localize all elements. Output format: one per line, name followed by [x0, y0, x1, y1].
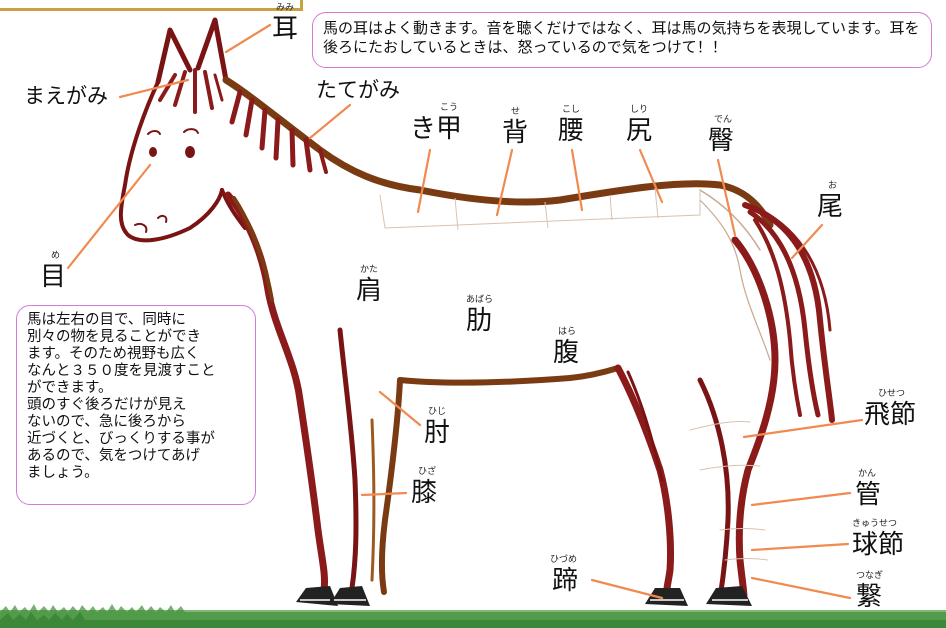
leader-kiko: [416, 148, 432, 214]
leader-me: [66, 163, 152, 270]
eye-note-line: ます。そのため視野も広く: [27, 346, 200, 362]
label-mimi-ruby: みみ: [276, 3, 295, 13]
label-hisetsu-ruby: ひせつ: [878, 389, 906, 399]
label-den: 臀: [708, 126, 735, 156]
leader-tsunagi: [750, 576, 852, 600]
top-frame-edge: [0, 0, 303, 11]
label-maegami: まえがみ: [24, 84, 108, 108]
label-hisetsu: 飛節: [864, 400, 917, 430]
label-kyusetsu-ruby: きゅうせつ: [852, 519, 898, 529]
label-tsunagi: 繋: [856, 582, 883, 612]
leader-hiza: [360, 491, 408, 497]
leader-tategami: [308, 103, 352, 140]
back-segments: [379, 187, 701, 231]
mane: [158, 68, 328, 174]
label-kiko-ruby: こう: [440, 103, 459, 113]
label-shiri-ruby: しり: [630, 105, 649, 115]
leader-hisetsu: [742, 418, 864, 439]
label-koshi-ruby: こし: [562, 105, 581, 115]
eye-note-line: ましょう。: [27, 465, 99, 481]
label-mimi: 耳: [272, 14, 299, 44]
label-koshi: 腰: [558, 116, 585, 146]
label-me: 目: [40, 262, 67, 292]
label-hara: 腹: [553, 338, 580, 368]
eye-note-line: 馬は左右の目で、同時に: [27, 312, 186, 328]
leader-hizume: [590, 578, 664, 600]
label-kiko: き甲: [410, 114, 463, 144]
label-se-ruby: せ: [511, 107, 521, 117]
eye-note-line: なんと３５０度を見渡すこと: [27, 363, 216, 379]
label-abara-ruby: あばら: [466, 295, 494, 305]
label-shiri: 尻: [626, 116, 653, 146]
eye-note-line: あるので、気をつけてあげ: [27, 448, 200, 464]
label-hiza: 膝: [411, 478, 438, 508]
eye-note-line: ができます。: [27, 380, 113, 396]
eye-note: 馬は左右の目で、同時に 別々の物を見ることができ ます。そのため視野も広く なん…: [16, 305, 256, 505]
label-se: 背: [502, 118, 529, 148]
label-hizume-ruby: ひづめ: [550, 555, 578, 565]
leader-se: [495, 148, 514, 217]
eye-note-line: 頭のすぐ後ろだけが見え: [27, 397, 187, 413]
label-hiji-ruby: ひじ: [428, 407, 447, 417]
leader-koshi: [570, 148, 584, 212]
horse-outline: [118, 17, 779, 602]
eye-note-line: ないので、急に後ろから: [27, 414, 186, 430]
leader-o: [790, 223, 824, 260]
leader-shiri: [638, 148, 664, 204]
ear-note-text: 馬の耳はよく動きます。音を聴くだけではなく、耳は馬の気持ちを表現しています。耳を…: [323, 19, 920, 56]
leader-maegami: [118, 78, 190, 99]
label-hizume: 蹄: [552, 566, 579, 596]
hooves: [296, 586, 752, 606]
leader-kan: [750, 491, 852, 507]
label-kan-ruby: かん: [858, 469, 877, 479]
leader-den: [716, 158, 737, 237]
label-den-ruby: でん: [714, 115, 733, 125]
label-kyusetsu: 球節: [852, 530, 905, 560]
leader-hiji: [378, 390, 422, 427]
leader-mimi: [224, 23, 272, 54]
label-o: 尾: [817, 192, 844, 222]
label-kata-ruby: かた: [360, 265, 379, 275]
eye-note-line: 近づくと、びっくりする事が: [27, 431, 215, 447]
label-abara: 肋: [466, 306, 493, 336]
label-o-ruby: お: [828, 181, 838, 191]
label-hiji: 肘: [424, 418, 451, 448]
label-tsunagi-ruby: つなぎ: [856, 571, 884, 581]
label-kata: 肩: [356, 276, 383, 306]
label-tategami: たてがみ: [316, 78, 400, 102]
leader-kyusetsu: [750, 542, 850, 552]
label-me-ruby: め: [51, 251, 61, 261]
ear-note: 馬の耳はよく動きます。音を聴くだけではなく、耳は馬の気持ちを表現しています。耳を…: [312, 12, 932, 68]
tail: [742, 202, 835, 423]
grass-strip: [0, 604, 946, 628]
eye-note-line: 別々の物を見ることができ: [27, 329, 201, 345]
label-hiza-ruby: ひざ: [418, 467, 437, 477]
leader-lines: [66, 23, 864, 600]
label-kan: 管: [855, 480, 882, 510]
label-hara-ruby: はら: [558, 327, 577, 337]
